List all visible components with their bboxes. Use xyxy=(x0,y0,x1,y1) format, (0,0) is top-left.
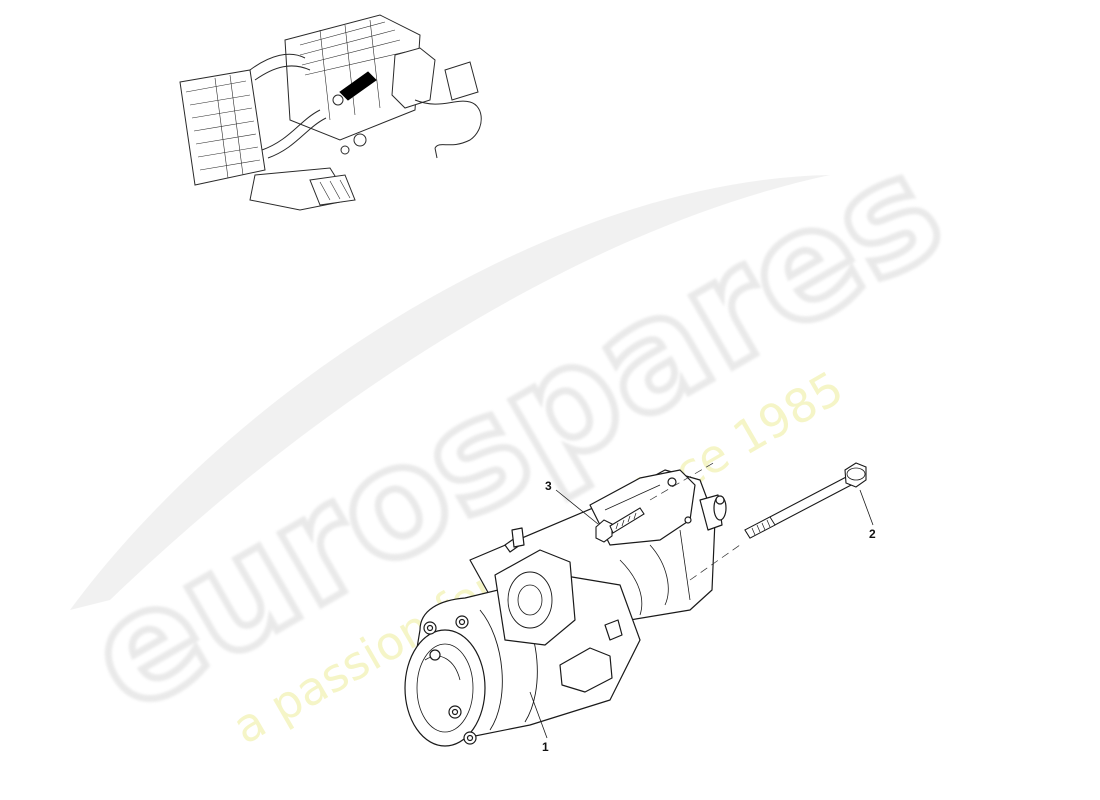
callout-leader-3 xyxy=(555,489,599,525)
short-bolt xyxy=(595,507,645,543)
starter-location-highlight xyxy=(339,71,377,101)
long-bolt xyxy=(744,462,867,539)
callouts xyxy=(529,489,874,739)
engine-overview-illustration xyxy=(179,14,482,211)
callout-label-2: 2 xyxy=(869,527,876,541)
callout-leader-1 xyxy=(529,691,548,739)
assembly-centerlines xyxy=(649,461,741,581)
callout-label-1: 1 xyxy=(542,740,549,754)
callout-leader-2 xyxy=(859,489,874,526)
callout-label-3: 3 xyxy=(545,479,552,493)
